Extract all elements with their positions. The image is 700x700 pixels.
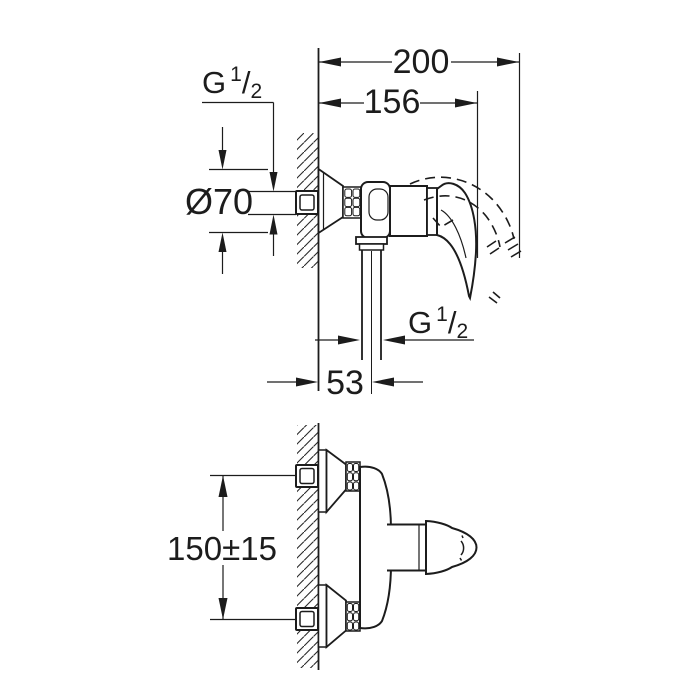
plan-view: 150±15 [167,423,478,670]
knurl-facet [344,197,353,208]
arrowhead-down [269,172,278,192]
handle-knob-highlight [460,540,465,556]
dim-label-156: 156 [364,83,421,121]
knurl-facet [346,481,353,491]
knurl-facet [346,472,353,482]
swing-end-tick [507,243,519,251]
arrowhead-left [319,98,341,108]
arrowhead-right [296,377,318,387]
knurl-facet [352,206,361,217]
wall-section-plan [297,423,320,670]
arrowhead-down [218,150,227,170]
arrowhead-up [269,214,278,235]
knurl-facet [353,463,360,472]
dim-total-depth-200: 200 [319,43,521,258]
arrowhead-left [383,335,405,345]
swing-arc-inner [423,195,501,248]
knurl-facet [344,188,353,198]
escutcheon-cone [325,583,347,649]
knurl-facet [353,612,360,622]
knurl-facet [352,197,361,208]
inlet-connection-top [295,448,361,515]
mixer-plan-body [359,465,478,630]
arrowhead-up [218,232,227,252]
dim-label-53: 53 [326,364,364,402]
escutcheon-cone [325,448,347,515]
lever-handle-contour [440,209,467,259]
arrowhead-right [338,335,360,345]
dim-inlet-spacing-150: 150±15 [167,474,297,621]
knurl-facet [353,603,360,612]
wall-union-nut-inner [299,467,315,485]
swing-tip-tick [488,296,498,304]
valve-body-detail [368,188,389,221]
knurl-facet [344,206,353,217]
lever-handle [436,182,478,302]
swing-end-tick [504,236,516,244]
wall-union-nut-inner [299,194,315,211]
swing-end-tick [489,247,500,255]
handle-swing-dashes [409,176,522,304]
dim-escutcheon-diameter-70: Ø70 [185,127,268,274]
arrowhead-down [218,598,228,620]
arrowhead-right [497,57,519,67]
knurl-facet [346,463,353,472]
cartridge-housing [389,185,428,237]
wall-union-nut-inner [299,610,315,628]
arrowhead-left [372,377,394,387]
knurl-facet [353,621,360,631]
swing-arc-outer [409,176,515,240]
knurl-facet [346,621,353,631]
dim-label-200: 200 [393,43,450,81]
arrowhead-right [455,98,477,108]
outlet-collar [355,236,388,245]
knurl-facet [353,481,360,491]
knurl-facet [346,603,353,612]
arrowhead-up [218,475,228,497]
mixer-side-elevation [295,167,522,394]
swing-end-tick [510,250,522,258]
swing-check-mark [432,217,454,229]
inlet-connection-bottom [295,583,361,649]
wall-hatch [297,425,319,668]
dim-label-150: 150±15 [167,530,277,567]
swing-tip-tick [492,291,501,299]
arrowhead-left [319,57,341,67]
valve-body [360,181,391,239]
handle-knob-dot [459,557,463,561]
knurl-facet [352,188,361,198]
dim-label-dia70: Ø70 [185,181,253,222]
knurl-facet [353,472,360,482]
escutcheon-plate [317,584,328,648]
swing-end-tick [486,240,497,248]
escutcheon-plate [317,449,328,513]
handle-knob-dot [461,535,464,539]
dim-handle-depth-156: 156 [319,83,479,258]
handle-knob [425,519,478,576]
handle-hub [426,187,438,236]
dim-outlet-offset-53: 53 [267,364,423,402]
outlet-collar-lower [358,243,385,251]
knurl-facet [346,612,353,622]
handle-neck-fill [386,525,426,570]
escutcheon-cone [317,167,344,235]
